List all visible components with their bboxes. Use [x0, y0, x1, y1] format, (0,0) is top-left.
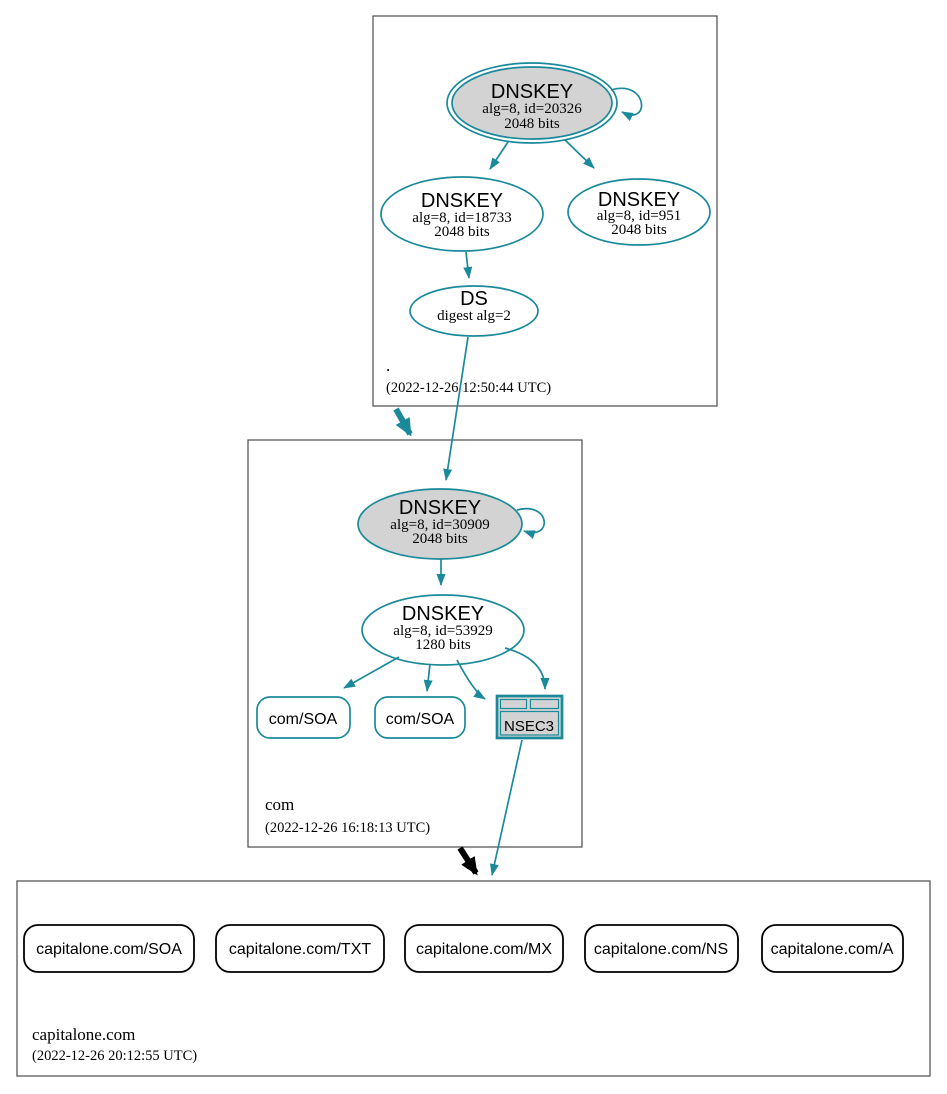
- nsec3-cell-label: [499, 710, 560, 736]
- zone-box-com: [247, 439, 583, 848]
- root-ksk-title: DNSKEY: [491, 81, 573, 103]
- com-zone-group: DNSKEY alg=8, id=30909 2048 bits DNSKEY …: [256, 488, 564, 876]
- edge-root-zsk1-signs-ds: [463, 251, 473, 279]
- root-ksk-self-sign-loop: [610, 87, 643, 122]
- zone-box-capitalone-com: [16, 880, 931, 1077]
- root-zsk1-dnskey-node[interactable]: [380, 176, 544, 252]
- com-soa2-label: com/SOA: [386, 711, 455, 728]
- edge-root-ksk-signs-zsk2: [564, 139, 595, 169]
- com-soa1-rrset-node[interactable]: [256, 696, 351, 739]
- root-zsk2-detail1: alg=8, id=951: [597, 208, 681, 224]
- root-zone-label: .: [386, 356, 390, 375]
- capitalone-txt-label: capitalone.com/TXT: [229, 941, 372, 958]
- edge-nsec3-proves-delegation: [489, 739, 523, 876]
- com-ksk-detail1: alg=8, id=30909: [390, 517, 489, 533]
- com-zsk-dnskey-node[interactable]: [361, 594, 525, 666]
- capitalone-zone-group: capitalone.com/SOA capitalone.com/TXT ca…: [23, 924, 904, 1064]
- com-nsec3-node[interactable]: NSEC3: [495, 694, 564, 740]
- edge-root-ds-authenticates-com-ksk: [443, 336, 469, 481]
- capitalone-mx-rrset-node[interactable]: [404, 924, 564, 973]
- edge-com-zsk-signs-nsec3-left: [456, 659, 486, 700]
- root-zone-timestamp: (2022-12-26 12:50:44 UTC): [386, 380, 551, 396]
- com-zone-timestamp: (2022-12-26 16:18:13 UTC): [265, 820, 430, 836]
- capitalone-a-rrset-node[interactable]: [761, 924, 904, 973]
- com-zone-label: com: [265, 795, 294, 814]
- edge-com-zsk-signs-soa2: [423, 663, 433, 692]
- nsec3-cell-left: [499, 698, 528, 710]
- com-nsec3-label: NSEC3: [504, 718, 554, 735]
- root-ds-detail1: digest alg=2: [437, 308, 511, 324]
- com-zsk-detail2: 1280 bits: [415, 637, 471, 653]
- root-ksk-dnskey-node[interactable]: [451, 66, 613, 140]
- capitalone-txt-rrset-node[interactable]: [215, 924, 385, 973]
- root-zsk1-detail2: 2048 bits: [434, 224, 490, 240]
- root-ds-node[interactable]: [409, 285, 539, 337]
- capitalone-soa-label: capitalone.com/SOA: [36, 941, 182, 958]
- nsec3-cell-right: [529, 698, 560, 710]
- edge-com-zsk-signs-soa1: [343, 656, 400, 689]
- com-ksk-title: DNSKEY: [399, 497, 481, 519]
- capitalone-ns-rrset-node[interactable]: [584, 924, 739, 973]
- delegation-arrow-com-to-capitalone-insecure: [457, 846, 479, 876]
- capitalone-ns-label: capitalone.com/NS: [594, 941, 728, 958]
- com-ksk-self-sign-loop: [516, 507, 546, 539]
- com-zsk-title: DNSKEY: [402, 603, 484, 625]
- root-ksk-detail1: alg=8, id=20326: [482, 101, 582, 117]
- com-zsk-detail1: alg=8, id=53929: [393, 623, 492, 639]
- zone-box-root: [372, 15, 718, 407]
- com-ksk-dnskey-node[interactable]: [357, 488, 523, 560]
- root-ds-title: DS: [460, 288, 488, 310]
- com-ksk-detail2: 2048 bits: [412, 531, 468, 547]
- delegation-arrow-root-to-com-secure: [393, 407, 413, 437]
- com-soa1-label: com/SOA: [269, 711, 338, 728]
- root-zone-group: DNSKEY alg=8, id=20326 2048 bits DNSKEY …: [380, 62, 711, 481]
- edge-root-ksk-signs-zsk1: [489, 141, 509, 170]
- root-ksk-detail2: 2048 bits: [504, 116, 560, 132]
- capitalone-mx-label: capitalone.com/MX: [416, 941, 552, 958]
- root-zsk1-detail1: alg=8, id=18733: [412, 210, 511, 226]
- root-zsk2-title: DNSKEY: [598, 189, 680, 211]
- edge-com-zsk-signs-nsec3-right: [504, 647, 550, 690]
- root-zsk2-detail2: 2048 bits: [611, 222, 667, 238]
- capitalone-zone-label: capitalone.com: [32, 1025, 135, 1044]
- com-soa2-rrset-node[interactable]: [374, 696, 466, 739]
- capitalone-a-label: capitalone.com/A: [771, 941, 894, 958]
- capitalone-soa-rrset-node[interactable]: [23, 924, 195, 973]
- root-zsk1-title: DNSKEY: [421, 190, 503, 212]
- root-zsk2-dnskey-node[interactable]: [567, 178, 711, 246]
- capitalone-zone-timestamp: (2022-12-26 20:12:55 UTC): [32, 1048, 197, 1064]
